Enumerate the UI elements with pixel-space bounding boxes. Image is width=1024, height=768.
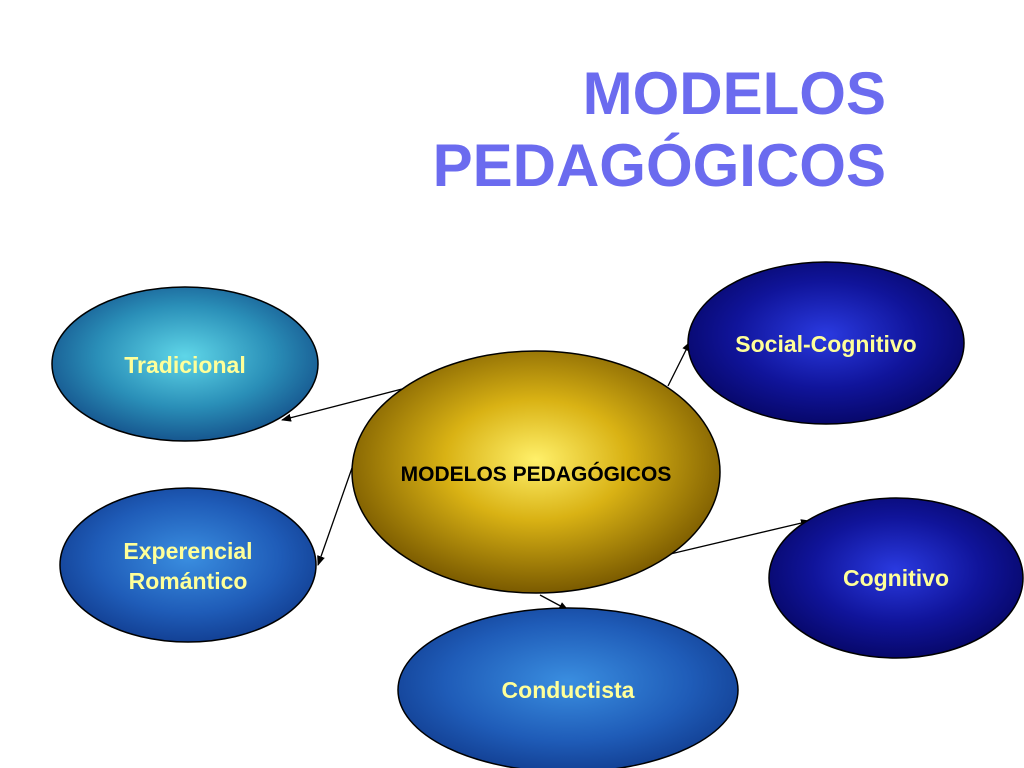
node-social-cognitivo: Social-Cognitivo xyxy=(687,261,965,425)
node-experencial-line-2: Romántico xyxy=(129,568,248,594)
node-conductista-label: Conductista xyxy=(502,677,635,703)
node-tradicional-label: Tradicional xyxy=(124,352,245,378)
node-experencial-romantico: Experencial Romántico xyxy=(59,487,317,643)
page-title-line-1: MODELOS xyxy=(582,60,886,127)
connector-experencial xyxy=(317,467,353,566)
node-center: MODELOS PEDAGÓGICOS xyxy=(351,350,721,594)
node-cognitivo: Cognitivo xyxy=(768,497,1024,659)
page-title-line-2: PEDAGÓGICOS xyxy=(432,132,886,199)
node-center-label: MODELOS PEDAGÓGICOS xyxy=(401,462,672,486)
connector-social-cognitivo xyxy=(667,341,691,387)
node-cognitivo-label: Cognitivo xyxy=(843,565,949,591)
connector-tradicional xyxy=(281,388,403,422)
page-title: MODELOS PEDAGÓGICOS xyxy=(433,58,886,202)
node-social-cognitivo-label: Social-Cognitivo xyxy=(735,331,916,357)
connector-cognitivo xyxy=(665,519,811,556)
node-tradicional: Tradicional xyxy=(51,286,319,442)
node-conductista: Conductista xyxy=(397,607,739,768)
node-experencial-line-1: Experencial xyxy=(123,538,252,564)
